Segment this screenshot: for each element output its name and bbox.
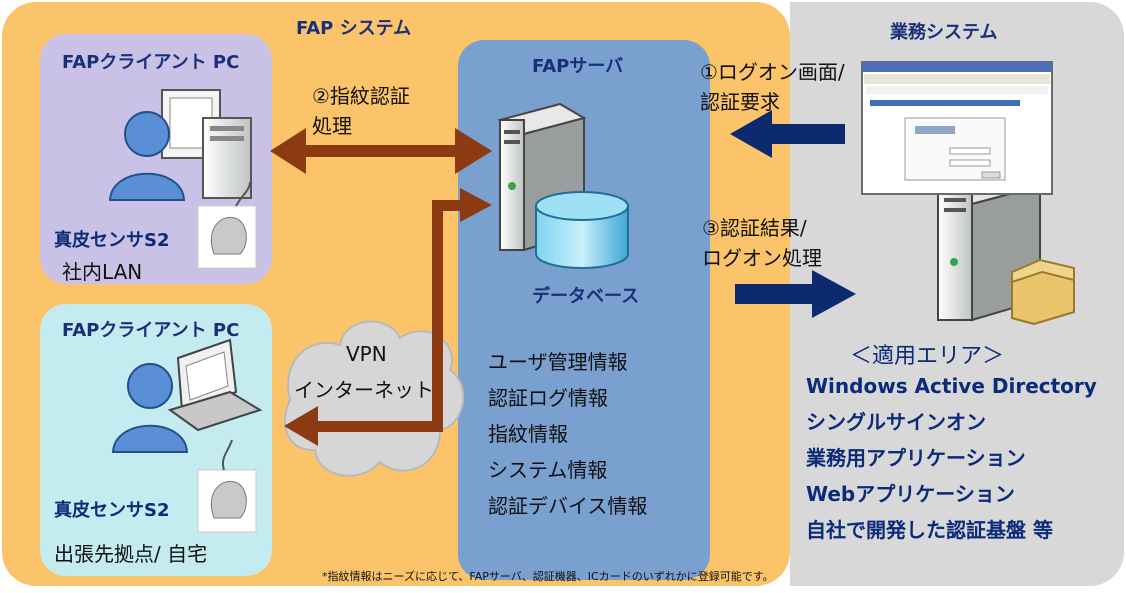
lan-fingerprint-sensor-icon bbox=[197, 181, 257, 269]
vpn-path-arrow bbox=[284, 188, 492, 446]
client-remote-title: FAPクライアント PC bbox=[62, 320, 240, 341]
fap-server-title: FAPサーバ bbox=[532, 56, 624, 77]
step1-line1: ①ログオン画面/ bbox=[700, 60, 845, 84]
remote-user-icon bbox=[111, 363, 189, 453]
server-info-item: 指紋情報 bbox=[488, 422, 568, 446]
database-icon bbox=[535, 191, 629, 269]
folder-icon bbox=[1011, 258, 1075, 326]
area-item: 自社で開発した認証基盤 等 bbox=[806, 518, 1053, 542]
step3-line2: ログオン処理 bbox=[702, 246, 822, 270]
database-label: データベース bbox=[532, 286, 640, 307]
vpn-label: VPN bbox=[346, 342, 387, 366]
lan-sensor-label: 真皮センサS2 bbox=[54, 230, 170, 251]
step1-line2: 認証要求 bbox=[700, 90, 780, 114]
server-info-item: 認証デバイス情報 bbox=[488, 494, 648, 518]
area-item: シングルサインオン bbox=[806, 410, 986, 434]
lan-client-pc-icon bbox=[161, 89, 252, 199]
applicable-area-list: Windows Active Directory シングルサインオン 業務用アプ… bbox=[806, 368, 1097, 548]
business-system-title: 業務システム bbox=[890, 22, 998, 43]
footnote: *指紋情報はニーズに応じて、FAPサーバ、認証機器、ICカードのいずれかに登録可… bbox=[322, 570, 774, 583]
server-info-list: ユーザ管理情報 認証ログ情報 指紋情報 システム情報 認証デバイス情報 bbox=[488, 344, 647, 524]
area-item: Windows Active Directory bbox=[806, 374, 1097, 398]
lan-user-icon bbox=[108, 111, 186, 201]
auth-result-arrow bbox=[735, 270, 856, 318]
fingerprint-auth-arrow bbox=[270, 128, 492, 174]
area-item: Webアプリケーション bbox=[806, 482, 1015, 506]
remote-fingerprint-sensor-icon bbox=[197, 439, 257, 533]
applicable-area-title: ＜適用エリア＞ bbox=[850, 344, 1005, 369]
area-item: 業務用アプリケーション bbox=[806, 446, 1026, 470]
fap-system-title: FAP システム bbox=[296, 18, 412, 39]
server-info-item: ユーザ管理情報 bbox=[488, 350, 628, 374]
lan-location-label: 社内LAN bbox=[62, 260, 143, 284]
server-info-item: 認証ログ情報 bbox=[488, 386, 608, 410]
step2-line2: 処理 bbox=[312, 114, 352, 138]
client-lan-title: FAPクライアント PC bbox=[62, 52, 240, 73]
logon-request-arrow bbox=[730, 110, 845, 158]
step3-line1: ③認証結果/ bbox=[702, 216, 807, 240]
remote-sensor-label: 真皮センサS2 bbox=[54, 500, 170, 521]
remote-location-label: 出張先拠点/ 自宅 bbox=[54, 542, 208, 566]
server-info-item: システム情報 bbox=[488, 458, 608, 482]
vpn-cloud-icon bbox=[284, 320, 465, 477]
step2-line1: ②指紋認証 bbox=[312, 84, 410, 108]
internet-label: インターネット bbox=[294, 378, 434, 402]
logon-screen-window-icon bbox=[861, 61, 1053, 195]
remote-client-laptop-icon bbox=[167, 338, 263, 432]
